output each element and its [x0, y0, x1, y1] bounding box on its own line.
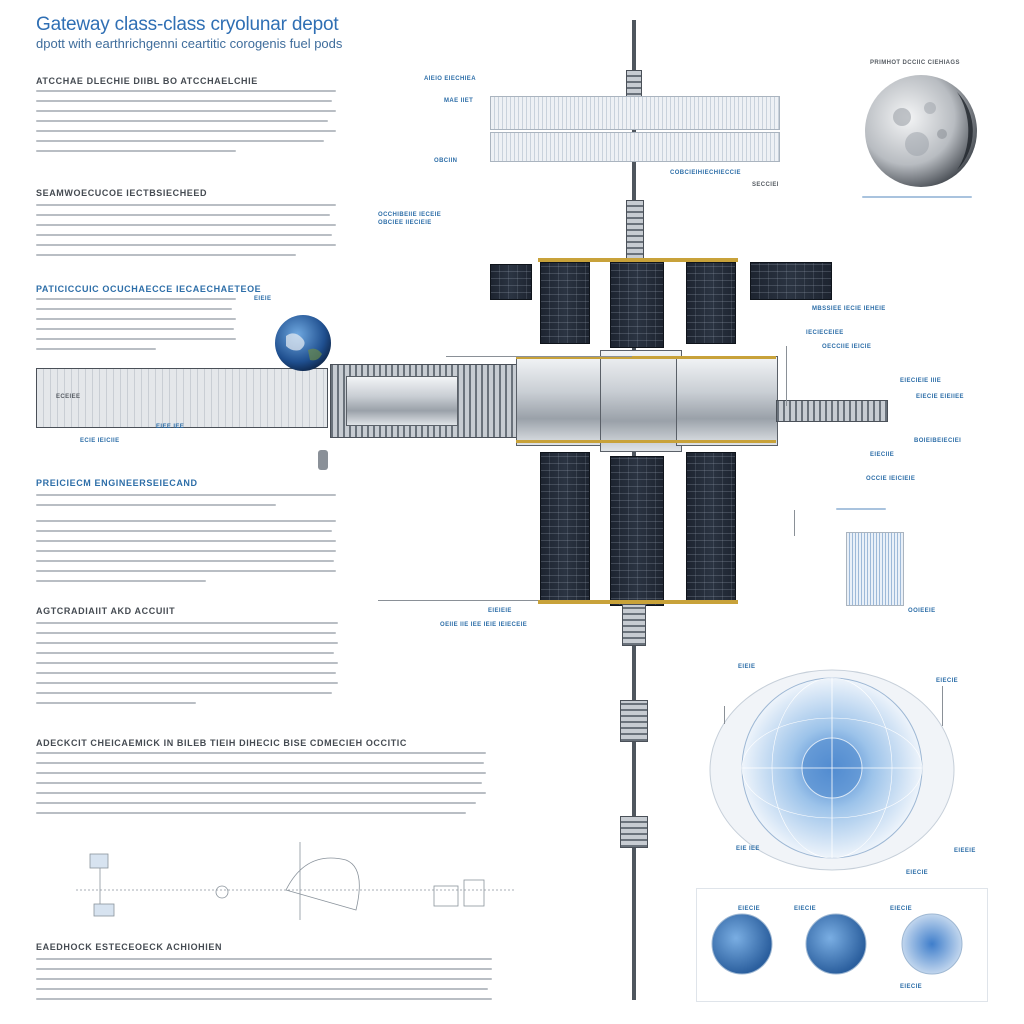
section-heading: SEAMWOECUCOE IECTBSIECHEED [36, 188, 208, 198]
label-right-e: EIECIE EIEIIEE [916, 394, 964, 400]
moon-label: PRIMHOT DCCIIC CIEHIAGS [870, 60, 960, 66]
section-heading: PREICIECM ENGINEERSEIECAND [36, 478, 198, 488]
mast-upper-truss [626, 200, 644, 262]
pod-capsule [318, 450, 328, 470]
label-left-b: OBCIEE IIECIEIE [378, 220, 432, 226]
earth-icon [275, 315, 331, 371]
solar-array [610, 262, 664, 348]
mast-lower-truss [620, 816, 648, 848]
label-bottom-b: EIEIEIE [488, 608, 512, 614]
section-body [36, 90, 336, 160]
leader-line [794, 510, 795, 536]
radiator-panel [490, 132, 780, 162]
label-bottom-a: OEIIE IIE IEE IEIE IEIECEIE [440, 622, 528, 628]
label-right-g: EIECIIE [870, 452, 895, 458]
section-heading: ATCCHAE DLECHIE DIIBL BO ATCCHAELCHIE [36, 76, 258, 86]
habitat-module [676, 356, 778, 446]
label-top-e: SECCIEI [752, 182, 779, 188]
mast-lower-truss [622, 604, 646, 646]
label-right-f: BOIEIBEIECIEI [914, 438, 962, 444]
section-body [36, 204, 336, 264]
label-right-d: EIECIEIE IIIE [900, 378, 942, 384]
section-body [36, 622, 338, 712]
right-truss [776, 400, 888, 422]
label-globe-a: EIEIE [738, 664, 756, 670]
leader-line [446, 356, 632, 357]
label-right-h: OCCIE IEICIEIE [866, 476, 916, 482]
label-pod-b: EIECIE [794, 906, 817, 912]
label-top-a: AIEIO EIECHIEA [424, 76, 476, 82]
solar-array [750, 262, 832, 300]
label-pod-d: EIECIE [900, 984, 923, 990]
section-heading: ADECKCIT CHEICAEMICK IN BILEB TIEIH DIHE… [36, 738, 408, 748]
mast-lower-truss [620, 700, 648, 742]
thermal-grid-panel [846, 532, 904, 606]
solar-array [490, 264, 532, 300]
leader-line [786, 346, 787, 406]
label-top-c: OBCIIN [434, 158, 458, 164]
label-top-b: MAE IIET [444, 98, 474, 104]
leader-line [942, 686, 943, 726]
moon-caption [862, 196, 972, 206]
label-bottom-c: OOIEEIE [908, 608, 936, 614]
section-body [36, 752, 486, 822]
page-subtitle: dpott with earthrichgenni ceartitic coro… [36, 36, 343, 51]
section-body [36, 958, 492, 1008]
fuel-pod-row [711, 913, 963, 975]
label-earth-c: ECIE IEICIIE [80, 438, 120, 444]
section-heading: PATICICCUIC OCUCHAECCE IECAECHAETEOE [36, 284, 262, 294]
radiator-panel [490, 96, 780, 130]
label-earth-a: EIEIE [254, 296, 272, 302]
label-right-a: MBSSIEE IECIE IEHEIE [812, 306, 886, 312]
label-globe-c: EIEEIE [954, 848, 976, 854]
label-earth-d: EIEE IEE [156, 424, 185, 430]
section-body [36, 520, 336, 590]
label-right-b: IECIECEIEE [806, 330, 844, 336]
label-pod-c: EIECIE [890, 906, 913, 912]
core-module [600, 350, 682, 452]
moon-icon [865, 75, 977, 187]
gold-truss [538, 258, 738, 262]
section-body [36, 494, 336, 514]
section-body [36, 298, 236, 358]
solar-array [610, 456, 664, 606]
leader-line [378, 600, 538, 601]
label-globe-e: EIE IEE [736, 846, 760, 852]
section-heading: AGTCRADIAIIT AKD ACCUIIT [36, 606, 176, 616]
grid-caption [836, 508, 886, 518]
section-heading: EAEDHOCK ESTECEOECK ACHIOHIEN [36, 942, 223, 952]
fuel-tank-module [346, 376, 458, 426]
gold-truss [538, 600, 738, 604]
label-earth-b: ECEIEE [56, 394, 81, 400]
flow-schematic [76, 842, 516, 920]
leader-line [724, 706, 725, 724]
label-globe-b: EIECIE [936, 678, 959, 684]
label-top-d: COBCIEIHIECHIECCIE [670, 170, 741, 176]
pod-panel-frame [696, 888, 988, 1002]
tank-globe-diagram [709, 669, 955, 871]
gold-band [516, 356, 776, 359]
label-globe-d: EIECIE [906, 870, 929, 876]
gold-band [516, 440, 776, 443]
solar-array [686, 262, 736, 344]
solar-array [540, 262, 590, 344]
solar-array [686, 452, 736, 604]
label-left-a: OCCHIBEIIE IECEIE [378, 212, 442, 218]
label-right-c: OECCIIE IEICIE [822, 344, 872, 350]
label-pod-a: EIECIE [738, 906, 761, 912]
fuel-pod-truss [36, 368, 328, 428]
solar-array [540, 452, 590, 604]
page-title: Gateway class-class cryolunar depot [36, 14, 339, 35]
